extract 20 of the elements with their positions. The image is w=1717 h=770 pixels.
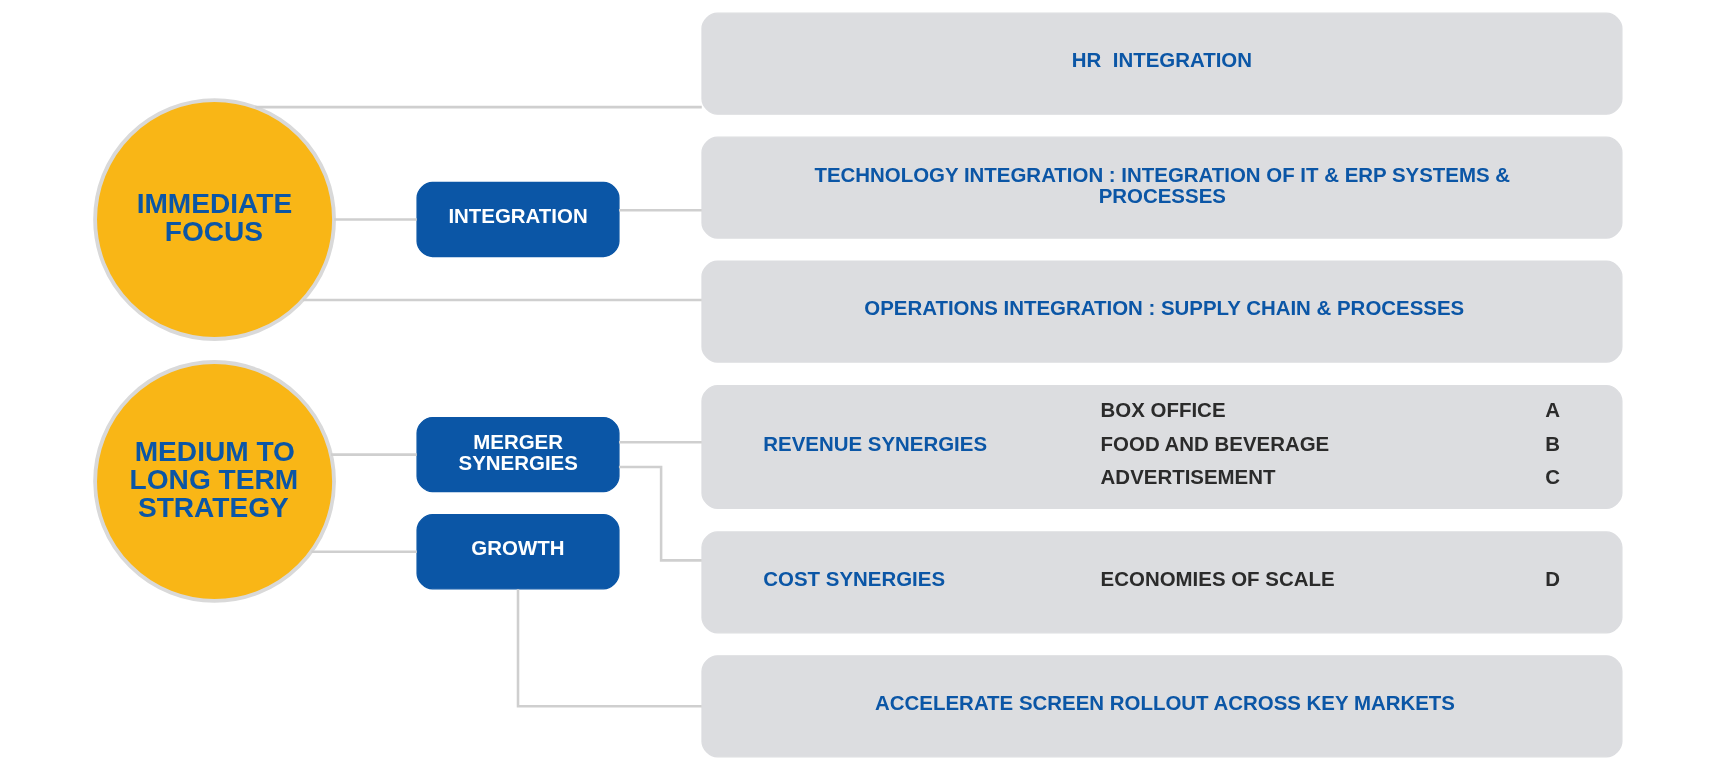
connector — [618, 465, 702, 562]
node-box: OPERATIONS INTEGRATION : SUPPLY CHAIN & PROCESSES — [701, 260, 1623, 363]
node-box: REVENUE SYNERGIES BOX OFFICE A FOOD AND BEVERAGE B ADVERTISEMENT C — [701, 385, 1623, 509]
connector — [516, 589, 702, 708]
connector — [311, 550, 417, 553]
node-box: INTEGRATION — [416, 181, 620, 258]
node-box: COST SYNERGIES ECONOMIES OF SCALE D — [701, 531, 1623, 634]
node-box: MERGER SYNERGIES — [416, 416, 620, 493]
node-box: TECHNOLOGY INTEGRATION : INTEGRATION OF IT & ERP SYSTEMS & PROCESSES — [701, 136, 1623, 239]
node-circle: IMMEDIATE FOCUS — [93, 98, 336, 341]
node-box: GROWTH — [416, 514, 620, 590]
connector — [331, 453, 417, 456]
connector — [334, 218, 417, 221]
connector — [619, 441, 702, 444]
node-circle: MEDIUM TO LONG TERM STRATEGY — [93, 360, 336, 603]
node-box: HR INTEGRATION — [701, 12, 1623, 115]
node-box: ACCELERATE SCREEN ROLLOUT ACROSS KEY MARKETS — [701, 655, 1623, 758]
connector — [255, 105, 702, 109]
connector — [619, 209, 702, 212]
connector — [302, 298, 702, 302]
